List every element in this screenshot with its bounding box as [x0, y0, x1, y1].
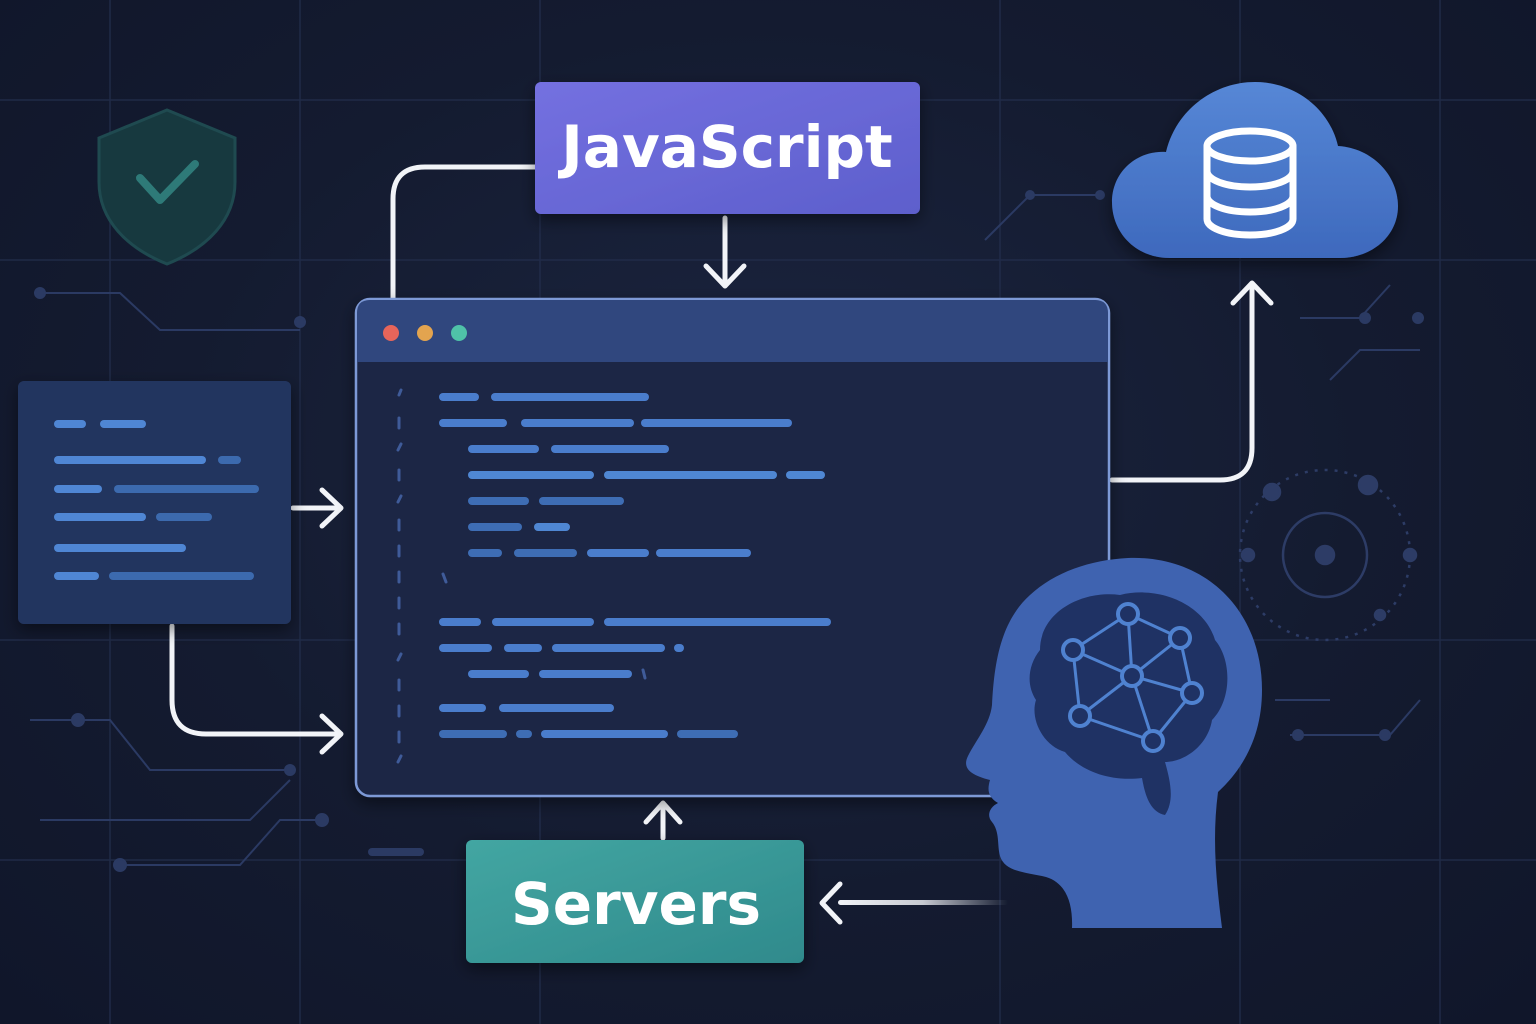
traffic-light-red	[383, 325, 399, 341]
arrow-editor-to-cloud	[1109, 282, 1255, 483]
servers-label: Servers	[511, 870, 761, 938]
editor-code-lines	[439, 393, 831, 738]
arrow-ai-to-servers	[819, 881, 1008, 925]
neural-network-nodes	[1061, 602, 1204, 753]
shield-check-icon	[97, 108, 237, 266]
database-icon	[1203, 127, 1297, 239]
document-panel-icon	[18, 381, 291, 624]
editor-gutter-marks	[396, 388, 647, 764]
javascript-label: JavaScript	[557, 113, 893, 181]
editor-titlebar	[357, 300, 1108, 362]
document-panel-lines	[54, 420, 259, 580]
traffic-light-yellow	[417, 325, 433, 341]
connector-arrows	[169, 164, 1274, 841]
traffic-light-green	[451, 325, 467, 341]
arrow-doc-bottom-to-editor	[169, 623, 343, 737]
javascript-node	[535, 82, 920, 214]
arrow-javascript-to-editor-loop	[390, 164, 539, 305]
cloud-database-icon	[1112, 82, 1398, 258]
orbit-network-icon	[1238, 468, 1418, 642]
servers-node	[466, 840, 804, 963]
